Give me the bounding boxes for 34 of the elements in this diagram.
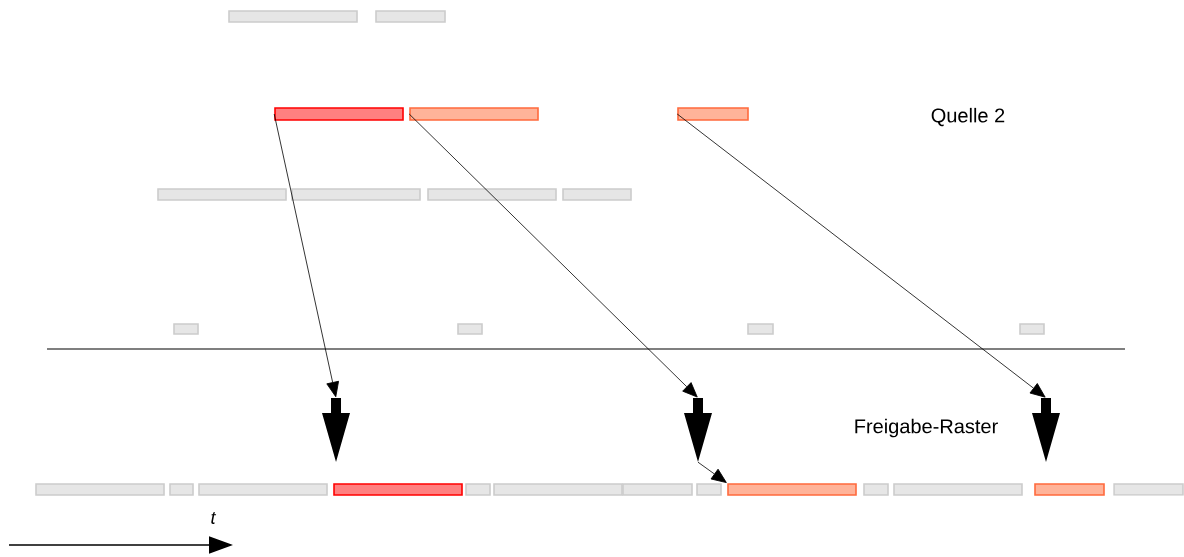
- bar: [465, 483, 491, 496]
- bar: [1113, 483, 1184, 496]
- bar: [35, 483, 165, 496]
- text-label: t: [211, 512, 217, 524]
- bar: [677, 107, 749, 121]
- bar: [333, 483, 463, 496]
- bar: [157, 188, 287, 201]
- text-label: Quelle 2: [931, 107, 1005, 127]
- bar: [493, 483, 623, 496]
- bar: [893, 483, 1023, 496]
- arrow: [697, 461, 727, 483]
- bar: [427, 188, 557, 201]
- bar: [228, 10, 358, 23]
- bar: [409, 107, 539, 121]
- bar: [1034, 483, 1105, 496]
- bar: [747, 323, 774, 335]
- bar: [274, 107, 404, 121]
- bar: [562, 188, 632, 201]
- arrow: [676, 113, 1046, 398]
- bar: [863, 483, 889, 496]
- block-arrow: [322, 398, 350, 462]
- bar: [622, 483, 693, 496]
- bar: [173, 323, 199, 335]
- bar: [1019, 323, 1045, 335]
- arrow: [273, 113, 339, 398]
- bar: [457, 323, 483, 335]
- text-label: Freigabe-Raster: [855, 418, 998, 438]
- bar: [375, 10, 446, 23]
- bar: [169, 483, 194, 496]
- bar: [727, 483, 857, 496]
- bar: [198, 483, 328, 496]
- bar: [696, 483, 722, 496]
- bar: [291, 188, 421, 201]
- arrow: [408, 113, 698, 398]
